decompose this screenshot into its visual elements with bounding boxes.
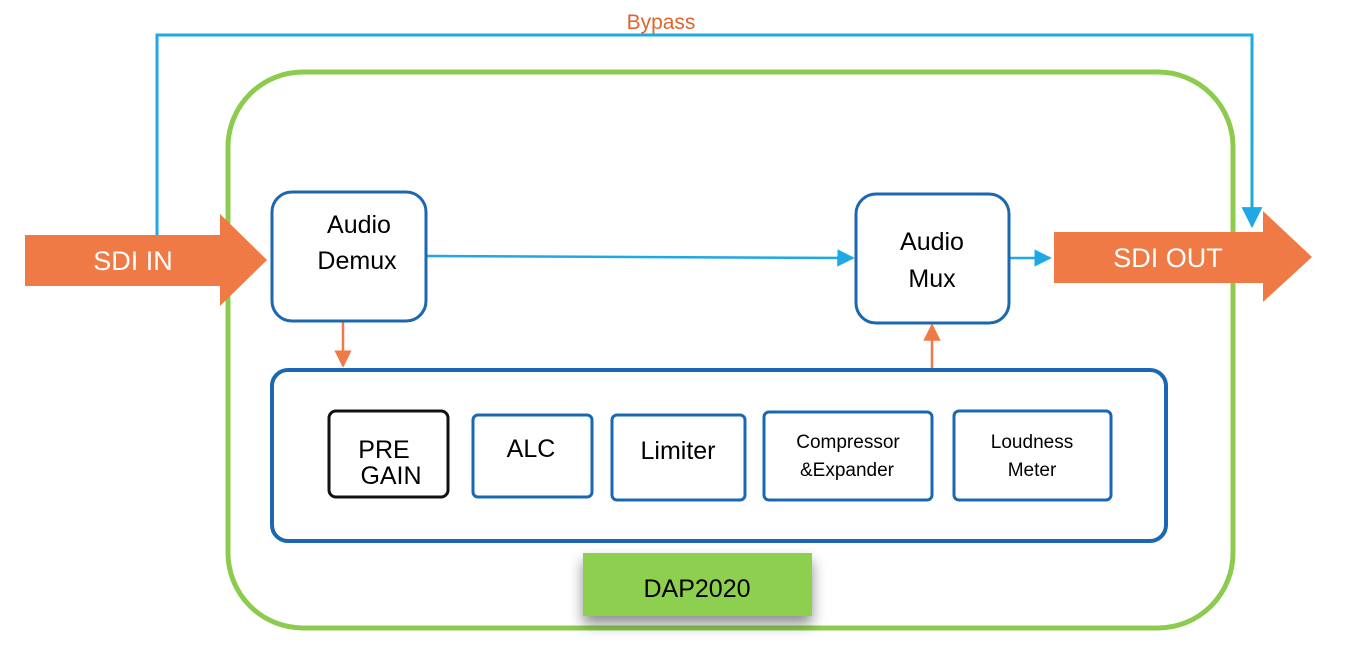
loudness-meter-box — [952, 409, 1113, 502]
device-label-box — [583, 553, 812, 616]
bypass-line — [155, 33, 1263, 240]
audio-demux-box — [270, 190, 428, 323]
demux-to-mux-line — [426, 249, 855, 267]
loudness-label-line1: Loudness — [991, 432, 1073, 453]
limiter-box — [610, 413, 747, 502]
loudness-label-line2: Meter — [1008, 460, 1057, 481]
pregain-box — [327, 409, 450, 499]
pregain-label-line2: GAIN — [360, 462, 421, 490]
alc-box — [471, 413, 594, 499]
pregain-label-line1: PRE — [358, 436, 409, 464]
compressor-expander-box — [762, 410, 934, 502]
audio-mux-box — [854, 192, 1011, 325]
sdi-out-label: SDI OUT — [1113, 243, 1223, 273]
audio-mux-label-line2: Mux — [908, 265, 956, 293]
compressor-label-line2: &Expander — [800, 460, 895, 481]
sdi-out-arrow — [1054, 211, 1312, 302]
device-label: DAP2020 — [643, 575, 750, 603]
dap2020-container — [225, 69, 1236, 631]
alc-label: ALC — [507, 435, 556, 463]
limiter-label: Limiter — [640, 437, 715, 465]
compressor-label-line1: Compressor — [796, 432, 900, 453]
audio-demux-label-line2: Demux — [317, 247, 397, 275]
audio-demux-label-line1: Audio — [327, 211, 391, 239]
bypass-label: Bypass — [627, 11, 696, 34]
audio-mux-label-line1: Audio — [900, 228, 964, 256]
sdi-in-label: SDI IN — [93, 246, 173, 276]
sdi-in-arrow — [25, 214, 267, 306]
